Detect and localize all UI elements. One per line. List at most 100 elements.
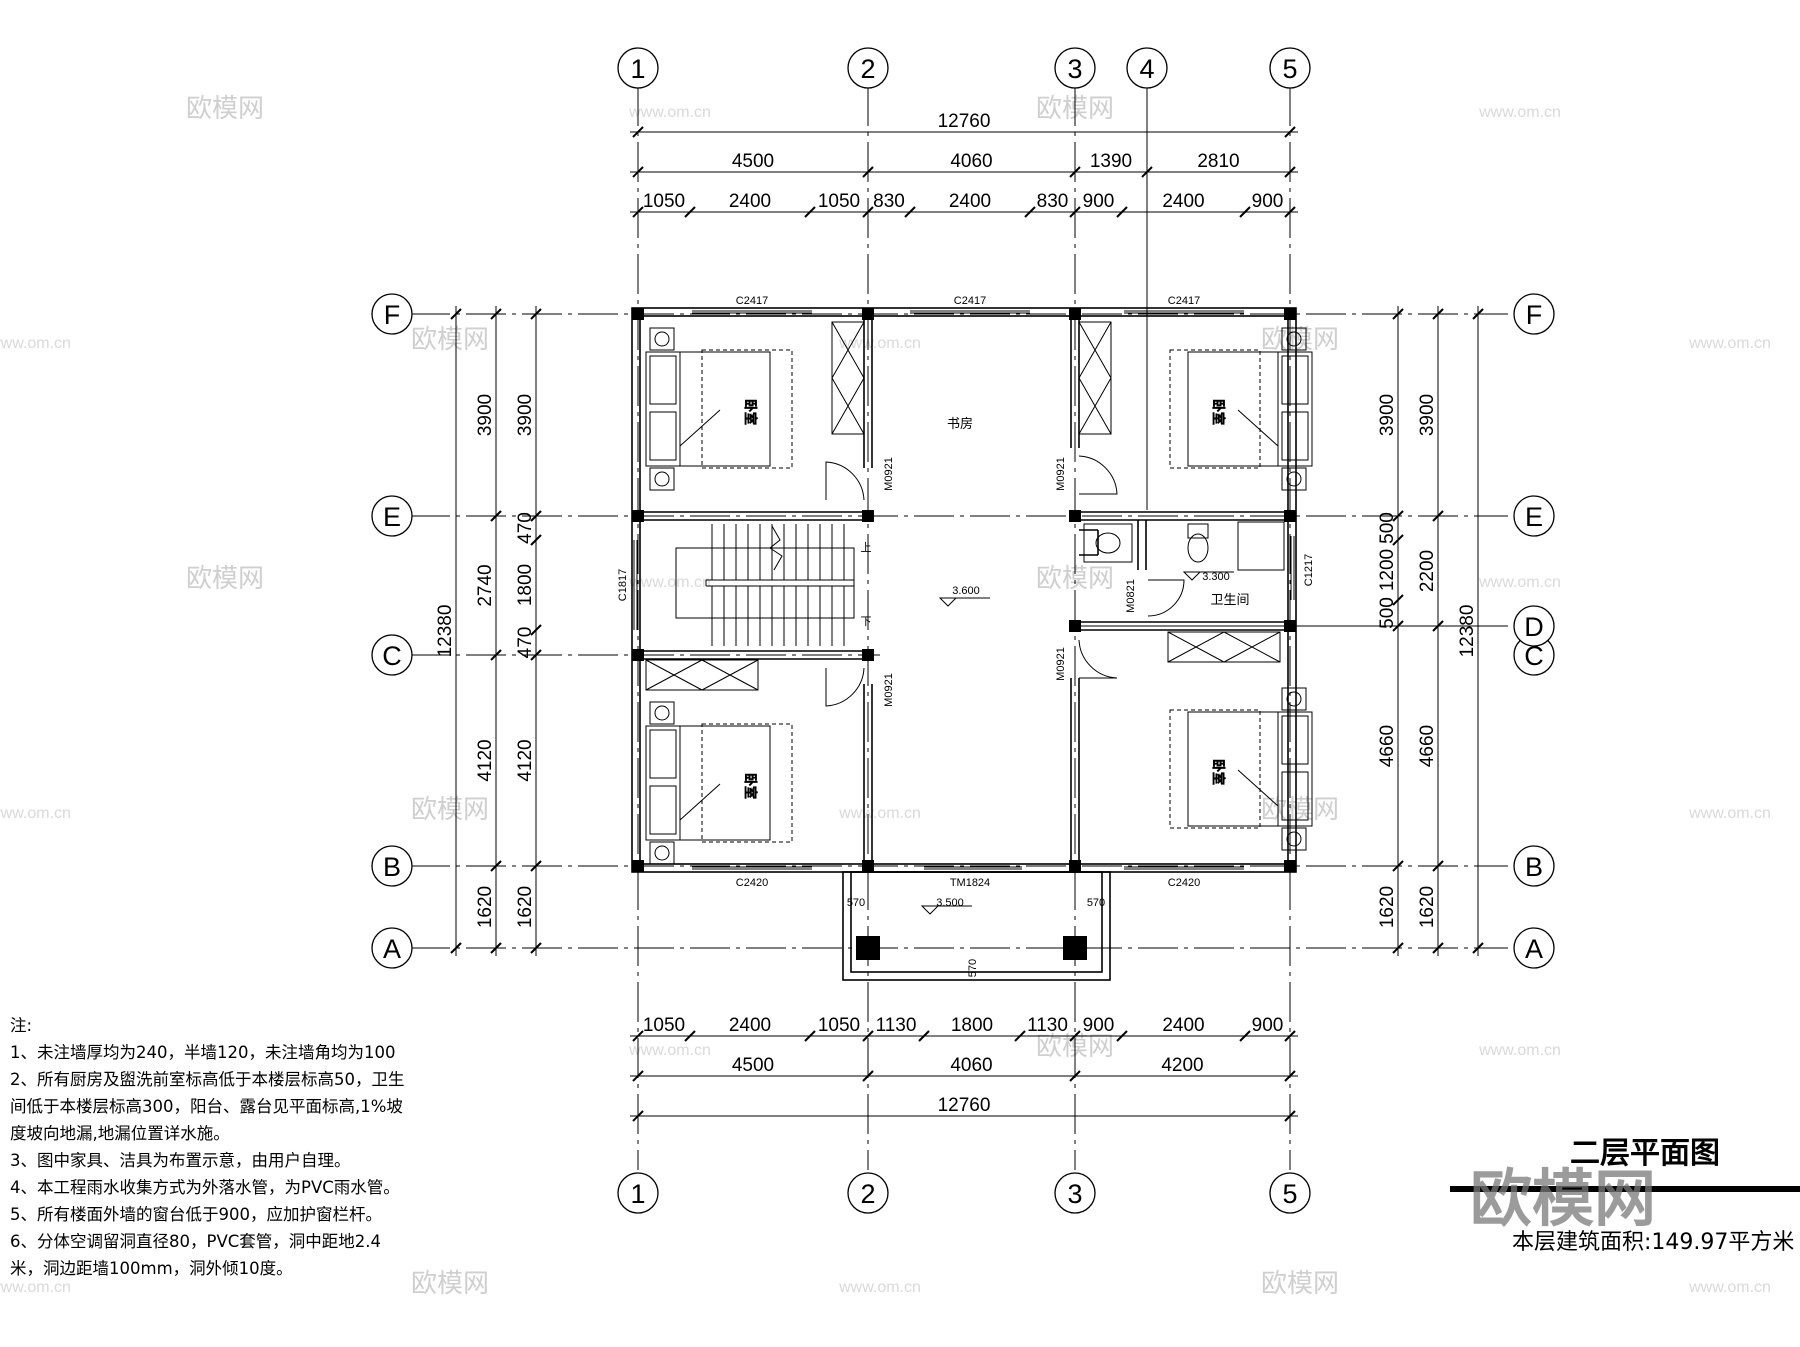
window-label-c2417-left: C2417	[736, 295, 768, 307]
grid-row-left-A: A	[383, 934, 401, 964]
grid-row-left-E-circle	[371, 495, 413, 537]
watermark-brand: 欧模网	[186, 94, 264, 124]
watermark-url: www.om.cn	[628, 104, 711, 121]
bed	[1169, 327, 1313, 491]
dim-top-overall: 12760	[938, 111, 991, 132]
grid-axis-bottom-3: 3	[1067, 1179, 1082, 1209]
grid-axis-bottom-1-circle	[617, 1172, 659, 1214]
grid-row-right-A: A	[1525, 934, 1543, 964]
grid-row-right-F-circle	[1513, 293, 1555, 335]
watermark-url: www.om.cn	[838, 1279, 921, 1296]
grid-row-right-A-circle	[1513, 927, 1555, 969]
elevation-markers	[920, 571, 1234, 915]
door-label-tm1824: TM1824	[950, 877, 990, 889]
note-line-3: 间低于本楼层标高300，阳台、露台见平面标高,1%坡	[10, 1097, 403, 1116]
grid-row-left-F: F	[384, 300, 401, 330]
porch-dim-570-right: 570	[1087, 897, 1105, 909]
watermark-url: www.om.cn	[1478, 574, 1561, 591]
dim-right-bay: 2200	[1417, 550, 1438, 592]
dim-left-opening: 470	[515, 627, 536, 659]
dim-bottom-opening: 900	[1252, 1015, 1284, 1036]
dim-bottom-opening: 1050	[643, 1015, 685, 1036]
room-label-bedroom: 卧室	[742, 773, 758, 799]
watermark-brand: 欧模网	[411, 795, 489, 825]
grid-axis-top-2-circle	[847, 47, 889, 89]
notes-block: 注: 1、未注墙厚均为240，半墙120，未注墙角均为100 2、所有厨房及盥洗…	[10, 1012, 405, 1282]
grid-row-right-C: C	[1524, 641, 1544, 671]
note-line-8: 6、分体空调留洞直径80，PVC套管，洞中距地2.4	[10, 1232, 381, 1251]
dim-top-opening: 2400	[949, 191, 991, 212]
title-watermark-logo: 欧模网	[1470, 1162, 1657, 1235]
grid-row-left-C: C	[382, 641, 402, 671]
columns	[632, 308, 1296, 960]
grid-axis-top-1-circle	[617, 47, 659, 89]
grid-row-right-B-circle	[1513, 845, 1555, 887]
window-label-c1817: C1817	[617, 569, 629, 601]
dim-left-overall: 12380	[435, 605, 456, 658]
watermark-url: www.om.cn	[1688, 335, 1771, 352]
grid-axis-bottom-2-circle	[847, 1172, 889, 1214]
bed-furniture: 卧室卧室卧室卧室	[645, 327, 1313, 865]
door-label-m0921-bed3: M0921	[883, 673, 895, 707]
grid-axis-top-2: 2	[860, 54, 875, 84]
watermark-url: www.om.cn	[1478, 104, 1561, 121]
watermark-brand: 欧模网	[411, 325, 489, 355]
dim-left-bay: 4120	[475, 739, 496, 781]
watermark-url: www.om.cn	[1688, 1279, 1771, 1296]
grid-axis-bottom-2: 2	[860, 1179, 875, 1209]
dim-bottom-bay: 4200	[1161, 1055, 1203, 1076]
title-block: 二层平面图 欧模网 本层建筑面积:149.97平方米	[1450, 1128, 1800, 1278]
notes-heading: 注:	[10, 1016, 33, 1035]
watermark-url: www.om.cn	[838, 335, 921, 352]
dim-top-opening: 900	[1252, 191, 1284, 212]
grid-row-left-B: B	[383, 852, 401, 882]
doors	[825, 455, 1185, 707]
dim-right-bay: 4660	[1417, 725, 1438, 767]
watermark-url: www.om.cn	[0, 1279, 71, 1296]
dim-bottom-opening: 900	[1083, 1015, 1115, 1036]
note-line-7: 5、所有楼面外墙的窗台低于900，应加护窗栏杆。	[10, 1205, 382, 1224]
dim-top-opening: 1050	[818, 191, 860, 212]
window-label-c2417-right: C2417	[1168, 295, 1200, 307]
dim-bottom-bay: 4060	[950, 1055, 992, 1076]
note-line-1: 1、未注墙厚均为240，半墙120，未注墙角均为100	[10, 1043, 396, 1062]
dim-left-opening: 470	[515, 512, 536, 544]
window-label-c2420-right: C2420	[1168, 877, 1200, 889]
dim-top-opening: 2400	[729, 191, 771, 212]
door-label-m0921-bed4: M0921	[1055, 647, 1067, 681]
dim-left-opening: 1620	[515, 886, 536, 928]
grid-row-right-D: D	[1524, 612, 1544, 642]
watermark-url: www.om.cn	[1688, 805, 1771, 822]
dim-right-opening: 3900	[1377, 394, 1398, 436]
grid-axis-top-3: 3	[1067, 54, 1082, 84]
room-label-bathroom: 卫生间	[1210, 593, 1249, 608]
grid-axis-top-4-circle	[1126, 47, 1168, 89]
staircase	[675, 524, 855, 646]
grid-row-left-C-circle	[371, 634, 413, 676]
grid-row-left-E: E	[383, 502, 401, 532]
watermark-url: www.om.cn	[628, 574, 711, 591]
grid-axis-top-5-circle	[1269, 47, 1311, 89]
grid-row-right-B: B	[1525, 852, 1543, 882]
room-label-bedroom: 卧室	[1210, 759, 1226, 785]
room-label-bedroom: 卧室	[1210, 399, 1226, 425]
grid-axis-bottom-3-circle	[1054, 1172, 1096, 1214]
grid-axis-top-4: 4	[1139, 54, 1154, 84]
dim-left-opening: 4120	[515, 739, 536, 781]
grid-row-right-D-circle	[1513, 605, 1555, 647]
dim-right-bay: 1620	[1417, 886, 1438, 928]
watermark-url: www.om.cn	[1478, 1042, 1561, 1059]
dim-top-opening: 2400	[1162, 191, 1204, 212]
porch-dim-570-left: 570	[847, 897, 865, 909]
dim-right-overall: 12380	[1457, 605, 1478, 658]
dim-left-bay: 2740	[475, 564, 496, 606]
dim-right-opening: 1200	[1377, 549, 1398, 591]
wardrobes	[645, 321, 1281, 691]
door-label-m0821: M0821	[1125, 579, 1137, 613]
window-label-c2417-mid: C2417	[954, 295, 986, 307]
grid-axis-bottom-1: 1	[630, 1179, 645, 1209]
title-underline	[1450, 1186, 1800, 1192]
